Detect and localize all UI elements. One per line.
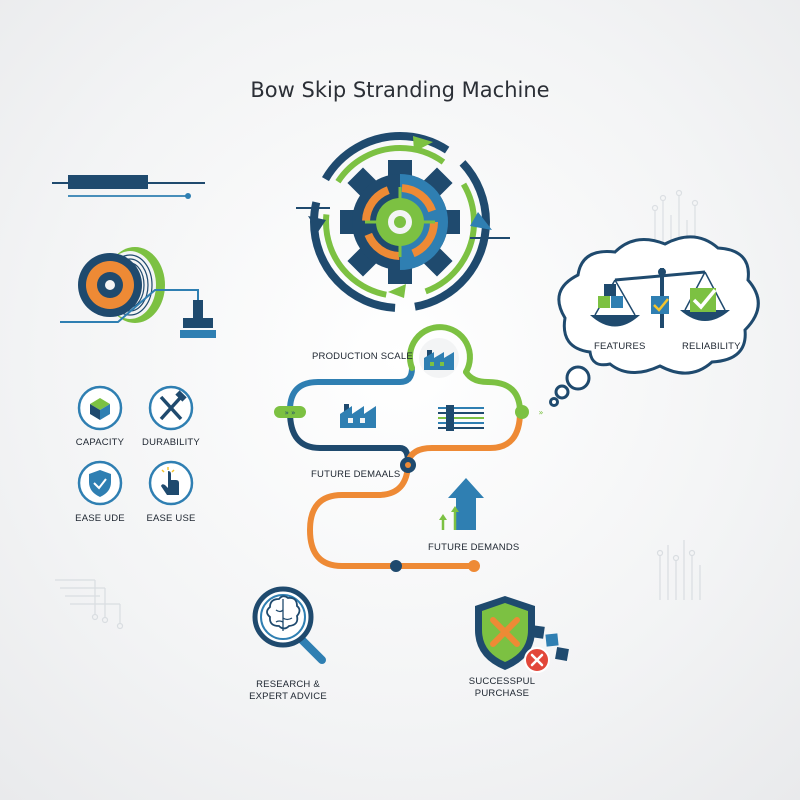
cable-strands-icon xyxy=(438,405,484,431)
capacity-label: CAPACITY xyxy=(75,437,125,448)
flow-path xyxy=(287,324,523,569)
flow-node-bottom xyxy=(390,560,402,572)
boxes-icon-capacity xyxy=(77,385,123,431)
hand-touch-icon xyxy=(148,460,194,506)
flow-node-end xyxy=(468,560,480,572)
flow-node-mid-inner xyxy=(405,462,411,468)
circuit-decoration-right-top xyxy=(651,189,699,255)
gear-cycle-icon xyxy=(296,132,510,312)
cable-spool-icon xyxy=(60,247,216,338)
checkmark-icon xyxy=(651,296,669,314)
wire-bar-icon xyxy=(52,175,205,199)
checkmark-icon-large xyxy=(690,288,717,312)
purchase-label-line2: PURCHASE xyxy=(474,688,530,699)
brain-magnifier-icon xyxy=(252,586,326,664)
flow-node-left: » » xyxy=(274,406,306,418)
balance-scale-icon xyxy=(590,268,730,328)
research-label-line1: RESEARCH & xyxy=(256,679,320,690)
growth-arrow-icon xyxy=(439,478,484,530)
ease-use-left-label: EASE UDE xyxy=(75,513,125,524)
factory-icon xyxy=(419,338,459,378)
purchase-label-line1: SUCCESSPUL xyxy=(468,676,536,687)
boxes-icon xyxy=(598,284,623,308)
svg-text:»: » xyxy=(539,408,544,417)
research-label-line2: EXPERT ADVICE xyxy=(249,691,327,702)
thought-bubble-icon xyxy=(549,235,760,407)
shield-x-icon xyxy=(475,596,535,670)
reliability-label: RELIABILITY xyxy=(682,341,741,352)
circuit-decoration-right-bottom xyxy=(656,540,701,600)
hammer-wrench-icon xyxy=(148,385,194,431)
production-scale-label: PRODUCTION SCALE xyxy=(312,351,413,362)
circuit-decoration-left xyxy=(55,579,124,630)
boxes-icon-purchase xyxy=(531,625,569,661)
research-label: RESEARCH & EXPERT ADVICE xyxy=(238,679,338,703)
page-title: Bow Skip Stranding Machine xyxy=(250,78,550,102)
durability-label: DURABILITY xyxy=(142,437,200,448)
svg-text:» »: » » xyxy=(285,409,296,417)
future-demands-top-label: FUTURE DEMAALS xyxy=(311,469,401,480)
features-label: FEATURES xyxy=(594,341,646,352)
x-badge-icon xyxy=(524,647,550,673)
shield-check-icon xyxy=(77,460,123,506)
factory-icon-2 xyxy=(340,404,376,428)
flow-node-right: » xyxy=(515,405,544,419)
purchase-label: SUCCESSPUL PURCHASE xyxy=(452,676,552,700)
future-demands-label: FUTURE DEMANDS xyxy=(428,542,520,553)
ease-use-right-label: EASE USE xyxy=(146,513,196,524)
